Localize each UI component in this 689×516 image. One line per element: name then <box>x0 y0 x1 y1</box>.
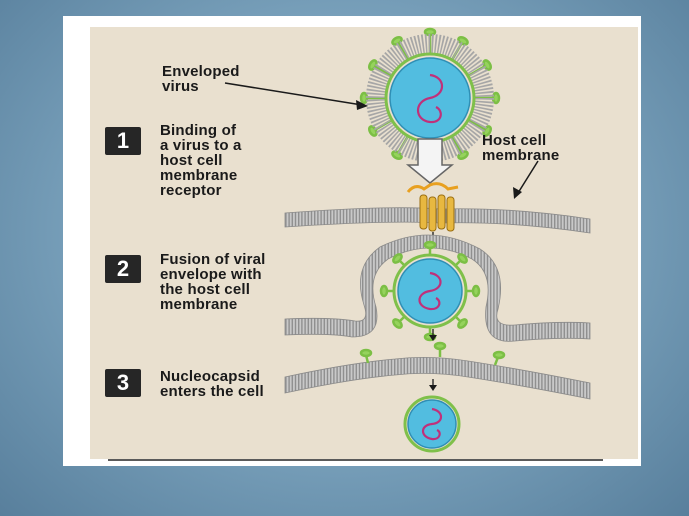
step-3-caption: Nucleocapsid enters the cell <box>160 368 264 400</box>
membrane-pointer-arrow <box>513 160 539 199</box>
spike-stalk <box>373 64 393 78</box>
small-arrow-3 <box>429 379 437 391</box>
spike-head <box>423 240 437 250</box>
spike-head <box>392 253 403 264</box>
figure-drawing <box>224 27 591 453</box>
step-2-caption: Fusion of viral envelope with the host c… <box>160 251 266 313</box>
virus-entry-figure: Enveloped virus Host cell membrane 1 Bin… <box>90 27 638 459</box>
spike-head <box>457 150 469 161</box>
spike-stalk <box>467 118 487 132</box>
spike-head <box>457 253 468 264</box>
spike-head <box>457 35 469 46</box>
spike-head <box>391 35 403 46</box>
step-down-arrow-icon <box>405 138 455 184</box>
spike-head <box>482 125 493 137</box>
step-2-number: 2 <box>105 255 141 283</box>
host-membrane-step2 <box>284 234 591 342</box>
spike-head <box>471 284 481 298</box>
host-membrane-step3 <box>284 341 591 400</box>
step-1-number: 1 <box>105 127 141 155</box>
enveloped-virus-label: Enveloped virus <box>162 63 240 95</box>
spike-head <box>392 318 403 329</box>
spike-stalk <box>450 135 464 155</box>
spike-head <box>379 284 389 298</box>
step-1-caption: Binding of a virus to a host cell membra… <box>160 122 242 199</box>
spike-head <box>482 59 493 71</box>
spike-head <box>457 318 468 329</box>
spike-stalk <box>396 41 410 61</box>
host-cell-membrane-label: Host cell membrane <box>482 132 560 164</box>
slide-bottom-rule <box>108 458 603 461</box>
receptor-icon <box>406 182 459 232</box>
step-3-number: 3 <box>105 369 141 397</box>
spike-head <box>359 91 369 105</box>
virus-pointer-arrow <box>224 82 368 110</box>
fusing-virus-icon <box>379 240 481 342</box>
nucleocapsid-icon <box>403 395 461 453</box>
spike-head <box>391 150 403 161</box>
small-arrow-2 <box>429 329 437 341</box>
spike-head <box>367 125 378 137</box>
